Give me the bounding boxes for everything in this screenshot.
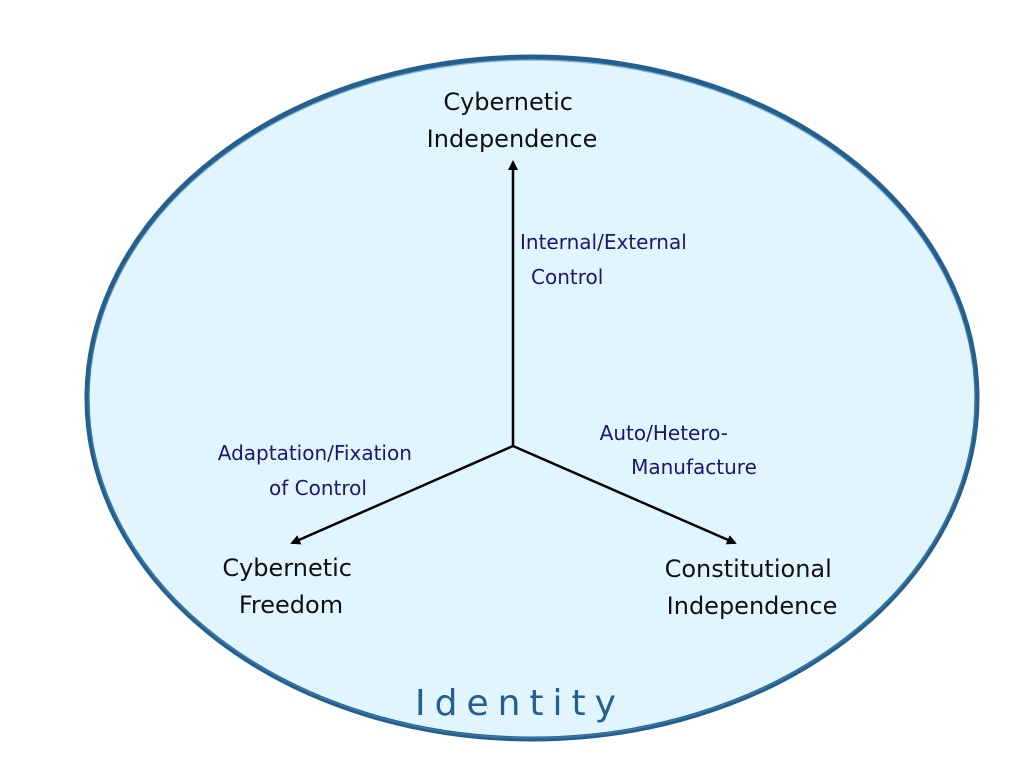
node-top-line1: Cybernetic	[443, 88, 573, 116]
node-bottom-right-line1: Constitutional	[665, 555, 832, 583]
axis-label-left-line2: of Control	[269, 476, 367, 500]
identity-label: Identity	[415, 683, 625, 724]
axis-label-left-line1: Adaptation/Fixation	[218, 441, 412, 465]
axis-left-arrow	[290, 444, 514, 545]
identity-ellipse	[84, 54, 980, 742]
node-bottom-left-line2: Freedom	[239, 591, 343, 619]
node-top: Cybernetic Independence	[427, 88, 598, 153]
axis-label-vertical-line1: Internal/External	[520, 230, 687, 254]
axis-label-right-line1: Auto/Hetero-	[600, 421, 728, 445]
node-top-line2: Independence	[427, 125, 598, 153]
identity-ellipse-brush-stroke	[88, 59, 976, 739]
node-bottom-left: Cybernetic Freedom	[222, 554, 359, 619]
axis-label-right: Auto/Hetero- Manufacture	[600, 421, 757, 479]
axis-label-vertical: Internal/External Control	[520, 230, 693, 289]
axis-label-left: Adaptation/Fixation of Control	[218, 441, 419, 500]
axis-label-right-line2: Manufacture	[631, 455, 757, 479]
axis-label-vertical-line2: Control	[531, 265, 603, 289]
node-bottom-right-line2: Independence	[667, 592, 838, 620]
axis-right-arrow	[512, 444, 737, 545]
node-bottom-right: Constitutional Independence	[665, 555, 840, 620]
node-bottom-left-line1: Cybernetic	[222, 554, 352, 582]
